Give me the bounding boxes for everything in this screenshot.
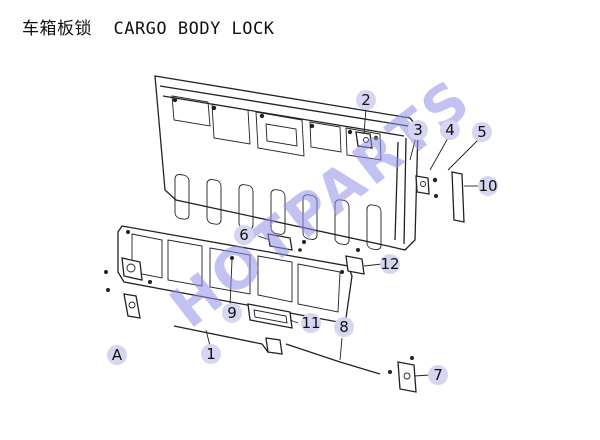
svg-text:11: 11 — [301, 314, 320, 332]
callout-6: 6 — [234, 225, 254, 245]
right-side-hardware — [345, 131, 465, 275]
svg-text:7: 7 — [433, 366, 443, 384]
lock-rods — [173, 325, 381, 375]
callout-8: 8 — [334, 317, 354, 337]
right-latch — [388, 356, 417, 393]
callouts: 2 3 4 5 10 6 12 9 11 8 1 7 A — [107, 90, 498, 385]
svg-text:9: 9 — [227, 304, 237, 322]
callout-1: 1 — [201, 344, 221, 364]
tailgate-panel — [154, 75, 419, 251]
svg-text:2: 2 — [361, 91, 371, 109]
door-handle — [247, 303, 293, 329]
hinge-bracket — [267, 233, 306, 252]
callout-4: 4 — [440, 120, 460, 140]
callout-9: 9 — [222, 303, 242, 323]
leader-lines — [205, 107, 479, 377]
callout-3: 3 — [408, 120, 428, 140]
callout-7: 7 — [428, 365, 448, 385]
callout-11: 11 — [301, 313, 321, 333]
svg-text:6: 6 — [239, 226, 249, 244]
callout-5: 5 — [472, 122, 492, 142]
svg-text:3: 3 — [413, 121, 423, 139]
svg-text:1: 1 — [206, 345, 216, 363]
svg-text:A: A — [112, 346, 123, 364]
svg-text:12: 12 — [380, 255, 399, 273]
svg-text:5: 5 — [477, 123, 487, 141]
callout-12: 12 — [380, 254, 400, 274]
svg-text:10: 10 — [478, 177, 497, 195]
svg-text:8: 8 — [339, 318, 349, 336]
svg-text:4: 4 — [445, 121, 455, 139]
left-latch — [104, 257, 152, 319]
callout-2: 2 — [356, 90, 376, 110]
diagram-title: 车箱板锁 CARGO BODY LOCK — [22, 19, 275, 39]
callout-10: 10 — [478, 176, 498, 196]
callout-A: A — [107, 345, 127, 365]
